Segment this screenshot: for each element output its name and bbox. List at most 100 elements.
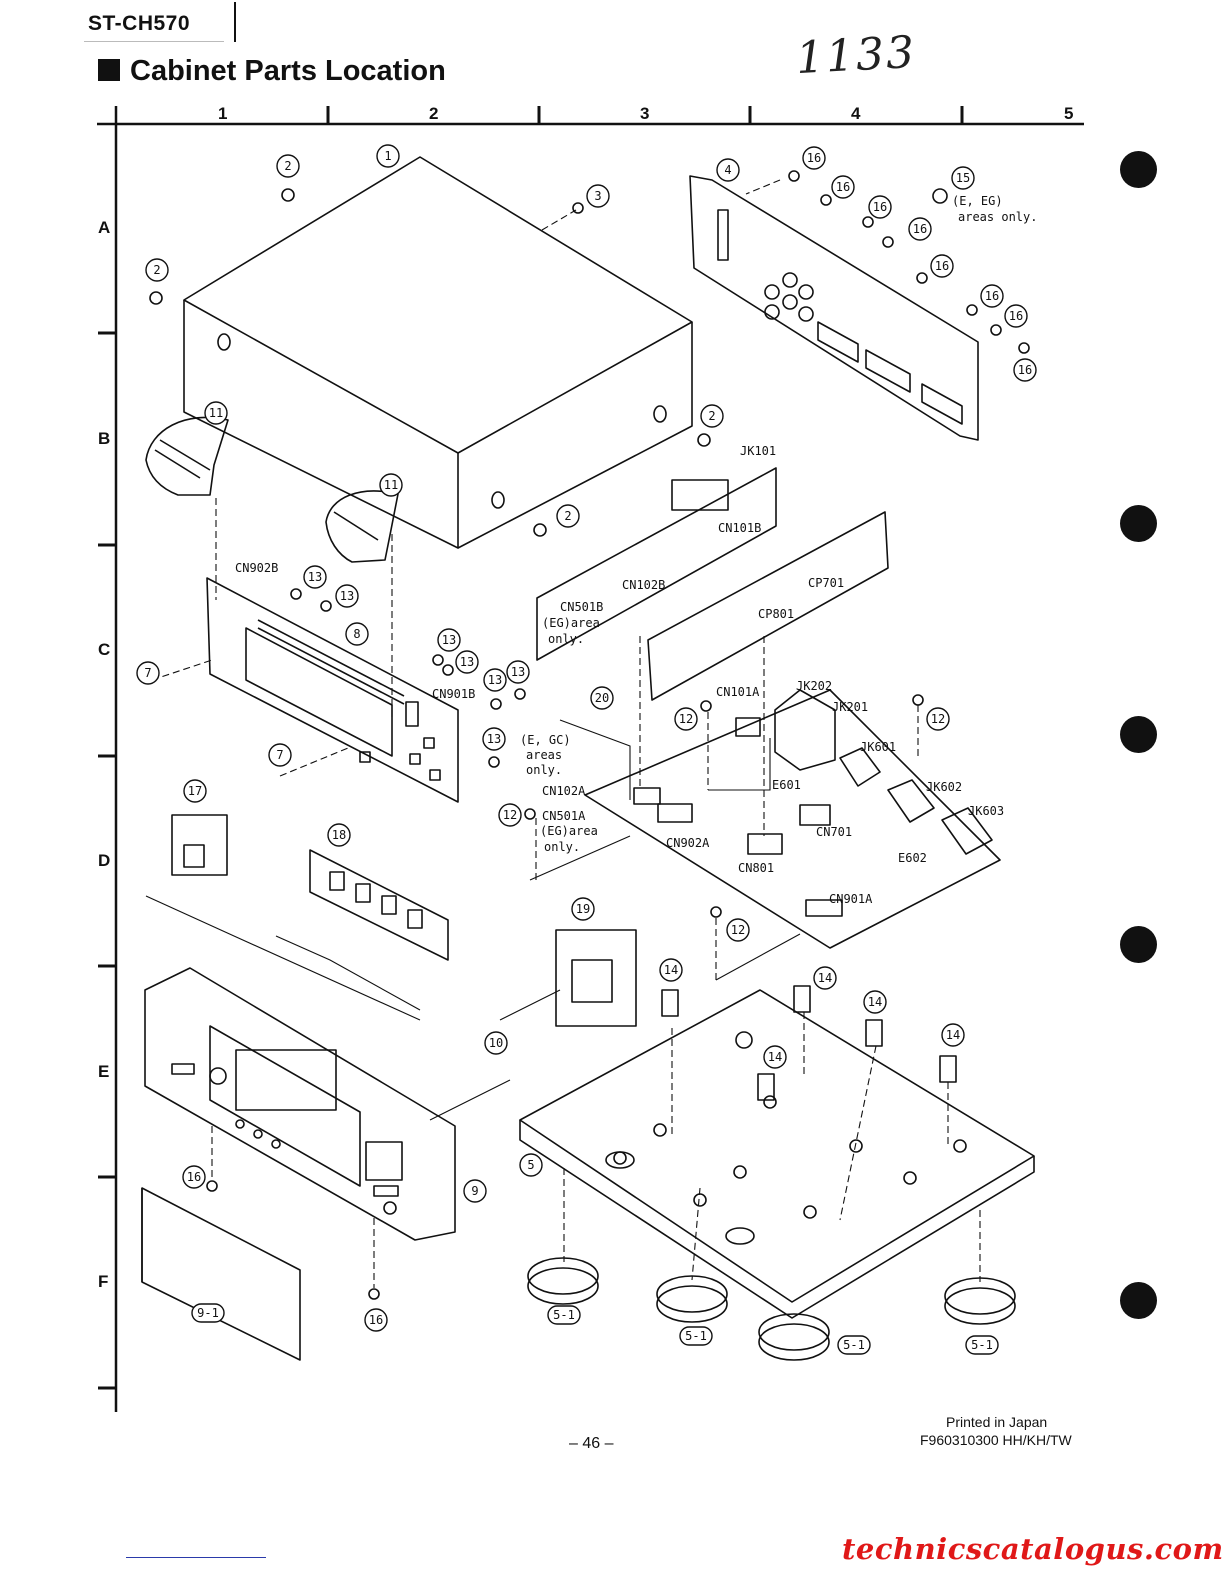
callout-12: 12 <box>931 712 945 726</box>
grid-row-f: F <box>98 1272 109 1291</box>
cassette-door <box>141 1187 301 1361</box>
callout-16: 16 <box>187 1170 201 1184</box>
callout-5-1: 5-1 <box>843 1338 865 1352</box>
rear-panel <box>689 175 979 441</box>
label-cp801: CP801 <box>758 607 794 621</box>
grid-column-3: 3 <box>640 104 650 123</box>
label-jk603: JK603 <box>968 804 1004 818</box>
callout-5: 5 <box>527 1158 534 1172</box>
callout-12: 12 <box>503 808 517 822</box>
model-number: ST-CH570 <box>88 12 191 35</box>
printed-in: Printed in Japan <box>946 1414 1048 1430</box>
callout-16: 16 <box>935 259 949 273</box>
button-holder-19 <box>555 929 637 1027</box>
label-jk202: JK202 <box>796 679 832 693</box>
front-panel <box>144 967 456 1241</box>
callout-15: 15 <box>956 171 970 185</box>
callout-12: 12 <box>679 712 693 726</box>
label-areas: areas <box>526 748 562 762</box>
header-underline <box>84 41 224 42</box>
callout-10: 10 <box>489 1036 503 1050</box>
binder-hole-icon <box>1120 1282 1157 1319</box>
callout-16: 16 <box>873 200 887 214</box>
callout-14: 14 <box>664 963 678 977</box>
label-e601: E601 <box>772 778 801 792</box>
label-cn701: CN701 <box>816 825 852 839</box>
label-jk201: JK201 <box>832 700 868 714</box>
header-divider <box>234 2 236 42</box>
label-only-3: only. <box>526 763 562 777</box>
callout-12: 12 <box>731 923 745 937</box>
callout-13: 13 <box>460 655 474 669</box>
callout-13: 13 <box>308 570 322 584</box>
label-areas-only: areas only. <box>958 210 1037 224</box>
callout-14: 14 <box>768 1050 782 1064</box>
callout-9-1: 9-1 <box>197 1306 219 1320</box>
callout-1: 1 <box>384 149 391 163</box>
callout-7: 7 <box>276 748 283 762</box>
callout-17: 17 <box>188 784 202 798</box>
foot-1 <box>527 1257 599 1305</box>
ribbon-cable-left <box>145 416 229 496</box>
label-jk602: JK602 <box>926 780 962 794</box>
callout-16: 16 <box>1018 363 1032 377</box>
callout-13: 13 <box>511 665 525 679</box>
grid-column-2: 2 <box>429 104 439 123</box>
callout-13: 13 <box>488 673 502 687</box>
binder-hole-icon <box>1120 151 1157 188</box>
label-e-gc: (E, GC) <box>520 733 571 747</box>
bottom-chassis <box>519 989 1035 1319</box>
document-code: F960310300 HH/KH/TW <box>920 1432 1072 1448</box>
label-cn101a: CN101A <box>716 685 760 699</box>
label-cn501a: CN501A <box>542 809 586 823</box>
label-cn901a: CN901A <box>829 892 873 906</box>
label-jk101: JK101 <box>740 444 776 458</box>
callout-5-1: 5-1 <box>685 1329 707 1343</box>
callout-16: 16 <box>836 180 850 194</box>
upper-pcb <box>536 467 889 701</box>
watermark-link[interactable]: technicscatalogus.com <box>842 1532 1224 1566</box>
label-eg-area-2: (EG)area <box>540 824 598 838</box>
callout-13: 13 <box>340 589 354 603</box>
knob-holder-17 <box>171 814 228 876</box>
grid-row-d: D <box>98 851 111 870</box>
binder-hole-icon <box>1120 505 1157 542</box>
label-cp701: CP701 <box>808 576 844 590</box>
binder-hole-icon <box>1120 716 1157 753</box>
button-holder-18 <box>309 849 449 961</box>
scan-artifact-line <box>126 1557 266 1558</box>
label-cn902a: CN902A <box>666 836 710 850</box>
grid-row-b: B <box>98 429 111 448</box>
callout-13: 13 <box>442 633 456 647</box>
screws <box>149 170 1030 1300</box>
page-number: – 46 – <box>569 1435 614 1452</box>
page-title: Cabinet Parts Location <box>98 55 446 88</box>
callout-5-1: 5-1 <box>553 1308 575 1322</box>
label-jk601: JK601 <box>860 740 896 754</box>
callout-2: 2 <box>564 509 571 523</box>
label-cn102a: CN102A <box>542 784 586 798</box>
callout-16: 16 <box>913 222 927 236</box>
label-eg-area: (EG)area <box>542 616 600 630</box>
callout-16: 16 <box>369 1313 383 1327</box>
callout-11: 11 <box>209 406 223 420</box>
callout-2: 2 <box>153 263 160 277</box>
top-cover <box>183 156 693 549</box>
label-cn501b: CN501B <box>560 600 603 614</box>
callout-16: 16 <box>1009 309 1023 323</box>
callout-11: 11 <box>384 478 398 492</box>
grid-column-1: 1 <box>218 104 228 123</box>
label-cn102b: CN102B <box>622 578 665 592</box>
label-e602: E602 <box>898 851 927 865</box>
callout-5-1: 5-1 <box>971 1338 993 1352</box>
foot-3 <box>758 1313 830 1361</box>
callout-14: 14 <box>818 971 832 985</box>
grid-column-5: 5 <box>1064 104 1074 123</box>
label-only: only. <box>548 632 584 646</box>
callout-13: 13 <box>487 732 501 746</box>
grid-row-c: C <box>98 640 111 659</box>
callout-7: 7 <box>144 666 151 680</box>
page-title-text: Cabinet Parts Location <box>130 55 446 87</box>
